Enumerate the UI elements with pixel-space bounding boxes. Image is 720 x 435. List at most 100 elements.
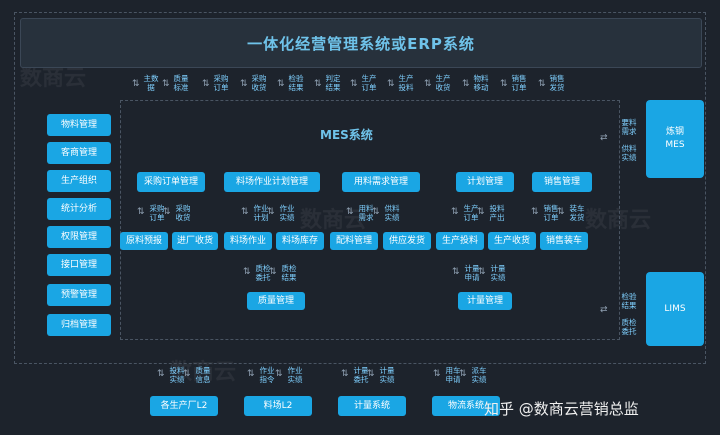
flow-arrow-icon: ⇅ <box>240 79 248 89</box>
flow-label-b4: 作业实绩 <box>287 366 303 384</box>
flow-arrow-icon: ⇅ <box>350 79 358 89</box>
lims-box[interactable]: LIMS <box>646 272 704 346</box>
flow-label-f9: 生产收货 <box>435 74 451 92</box>
flow-label-a9: 销售订单 <box>543 204 559 222</box>
flow-arrow-icon: ⇅ <box>452 267 460 277</box>
erp-title: 一体化经营管理系统或ERP系统 <box>247 34 475 53</box>
flow-arrow-icon: ⇅ <box>183 369 191 379</box>
steelmaking-mes-line2: MES <box>665 140 685 150</box>
flow-arrow-icon: ⇅ <box>500 79 508 89</box>
flow-arrow-icon: ⇅ <box>267 207 275 217</box>
flow-arrow-icon: ⇅ <box>247 369 255 379</box>
flow-arrow-icon: ⇅ <box>531 207 539 217</box>
flow-label-a6: 供料实绩 <box>384 204 400 222</box>
flow-label-a1: 采购订单 <box>149 204 165 222</box>
flow-label-a7: 生产订单 <box>463 204 479 222</box>
side-menu-item-0[interactable]: 物料管理 <box>47 114 111 136</box>
module-batching[interactable]: 配料管理 <box>330 232 378 250</box>
flow-arrow-icon: ⇅ <box>314 79 322 89</box>
side-menu-item-4[interactable]: 权限管理 <box>47 226 111 248</box>
flow-arrow-icon: ⇅ <box>269 267 277 277</box>
module-yard-inventory[interactable]: 料场库存 <box>276 232 324 250</box>
flow-arrow-icon: ⇄ <box>600 305 608 315</box>
module-planning[interactable]: 计划管理 <box>456 172 514 192</box>
flow-arrow-icon: ⇅ <box>538 79 546 89</box>
flow-label-f5: 检验结果 <box>288 74 304 92</box>
flow-label-b8: 派车实绩 <box>471 366 487 384</box>
steelmaking-mes-box[interactable]: 炼钢 MES <box>646 100 704 178</box>
side-menu-item-3[interactable]: 统计分析 <box>47 198 111 220</box>
flow-label-m1: 计量申请 <box>464 264 480 282</box>
flow-label-f2: 质量标准 <box>173 74 189 92</box>
flow-arrow-icon: ⇅ <box>341 369 349 379</box>
module-production-feeding[interactable]: 生产投料 <box>436 232 484 250</box>
module-sales[interactable]: 销售管理 <box>532 172 592 192</box>
flow-label-mes-a: 要料需求 <box>621 118 637 136</box>
mes-frame <box>120 100 620 340</box>
flow-label-a5: 用料需求 <box>358 204 374 222</box>
module-production-receiving[interactable]: 生产收货 <box>488 232 536 250</box>
flow-arrow-icon: ⇅ <box>451 207 459 217</box>
flow-arrow-icon: ⇅ <box>462 79 470 89</box>
flow-label-a8: 投料产出 <box>489 204 505 222</box>
module-metering[interactable]: 计量管理 <box>458 292 512 310</box>
flow-arrow-icon: ⇅ <box>424 79 432 89</box>
watermark: 数商云 <box>20 66 87 91</box>
module-material-demand[interactable]: 用料需求管理 <box>342 172 420 192</box>
flow-arrow-icon: ⇅ <box>243 267 251 277</box>
flow-label-m2: 计量实绩 <box>490 264 506 282</box>
bottom-metering-system[interactable]: 计量系统 <box>338 396 406 416</box>
flow-label-f8: 生产投料 <box>398 74 414 92</box>
watermark: 数商云 <box>300 208 367 233</box>
module-quality[interactable]: 质量管理 <box>247 292 305 310</box>
module-purchase-order[interactable]: 采购订单管理 <box>137 172 205 192</box>
flow-arrow-icon: ⇅ <box>162 79 170 89</box>
flow-arrow-icon: ⇅ <box>459 369 467 379</box>
flow-label-f12: 销售发货 <box>549 74 565 92</box>
module-supply-shipping[interactable]: 供应发货 <box>383 232 431 250</box>
flow-arrow-icon: ⇅ <box>346 207 354 217</box>
flow-arrow-icon: ⇅ <box>387 79 395 89</box>
flow-label-b1: 投料实绩 <box>169 366 185 384</box>
flow-label-f11: 销售订单 <box>511 74 527 92</box>
side-menu-item-6[interactable]: 预警管理 <box>47 284 111 306</box>
flow-arrow-icon: ⇅ <box>433 369 441 379</box>
flow-label-mes-b: 供料实绩 <box>621 144 637 162</box>
module-yard-plan[interactable]: 料场作业计划管理 <box>224 172 320 192</box>
flow-label-lims-a: 检验结果 <box>621 292 637 310</box>
bottom-yard-l2[interactable]: 料场L2 <box>244 396 312 416</box>
bottom-logistics-system[interactable]: 物流系统 <box>432 396 500 416</box>
flow-arrow-icon: ⇅ <box>202 79 210 89</box>
flow-arrow-icon: ⇅ <box>137 207 145 217</box>
watermark: 数商云 <box>170 360 237 385</box>
side-menu-item-2[interactable]: 生产组织 <box>47 170 111 192</box>
flow-arrow-icon: ⇅ <box>275 369 283 379</box>
caption: 知乎 @数商云营销总监 <box>484 400 639 418</box>
flow-label-q1: 质检委托 <box>255 264 271 282</box>
flow-label-b2: 质量信息 <box>195 366 211 384</box>
watermark: 数商云 <box>585 208 652 233</box>
side-menu-item-1[interactable]: 客商管理 <box>47 142 111 164</box>
flow-label-f3: 采购订单 <box>213 74 229 92</box>
flow-arrow-icon: ⇅ <box>277 79 285 89</box>
flow-label-lims-b: 质检委托 <box>621 318 637 336</box>
flow-label-f6: 判定结果 <box>325 74 341 92</box>
flow-label-b7: 用车申请 <box>445 366 461 384</box>
module-yard-operation[interactable]: 料场作业 <box>224 232 272 250</box>
flow-arrow-icon: ⇅ <box>557 207 565 217</box>
flow-arrow-icon: ⇅ <box>241 207 249 217</box>
flow-label-q2: 质检结果 <box>281 264 297 282</box>
module-receiving[interactable]: 进厂收货 <box>172 232 218 250</box>
flow-arrow-icon: ⇅ <box>132 79 140 89</box>
module-raw-forecast[interactable]: 原料预报 <box>120 232 168 250</box>
flow-label-f4: 采购收货 <box>251 74 267 92</box>
erp-banner[interactable]: 一体化经营管理系统或ERP系统 <box>20 18 702 68</box>
flow-label-f7: 生产订单 <box>361 74 377 92</box>
side-menu-item-7[interactable]: 归档管理 <box>47 314 111 336</box>
module-sales-loading[interactable]: 销售装车 <box>540 232 588 250</box>
flow-arrow-icon: ⇅ <box>477 207 485 217</box>
bottom-factory-l2[interactable]: 各生产厂L2 <box>150 396 218 416</box>
flow-label-a2: 采购收货 <box>175 204 191 222</box>
side-menu-item-5[interactable]: 接口管理 <box>47 254 111 276</box>
flow-label-a10: 装车发货 <box>569 204 585 222</box>
